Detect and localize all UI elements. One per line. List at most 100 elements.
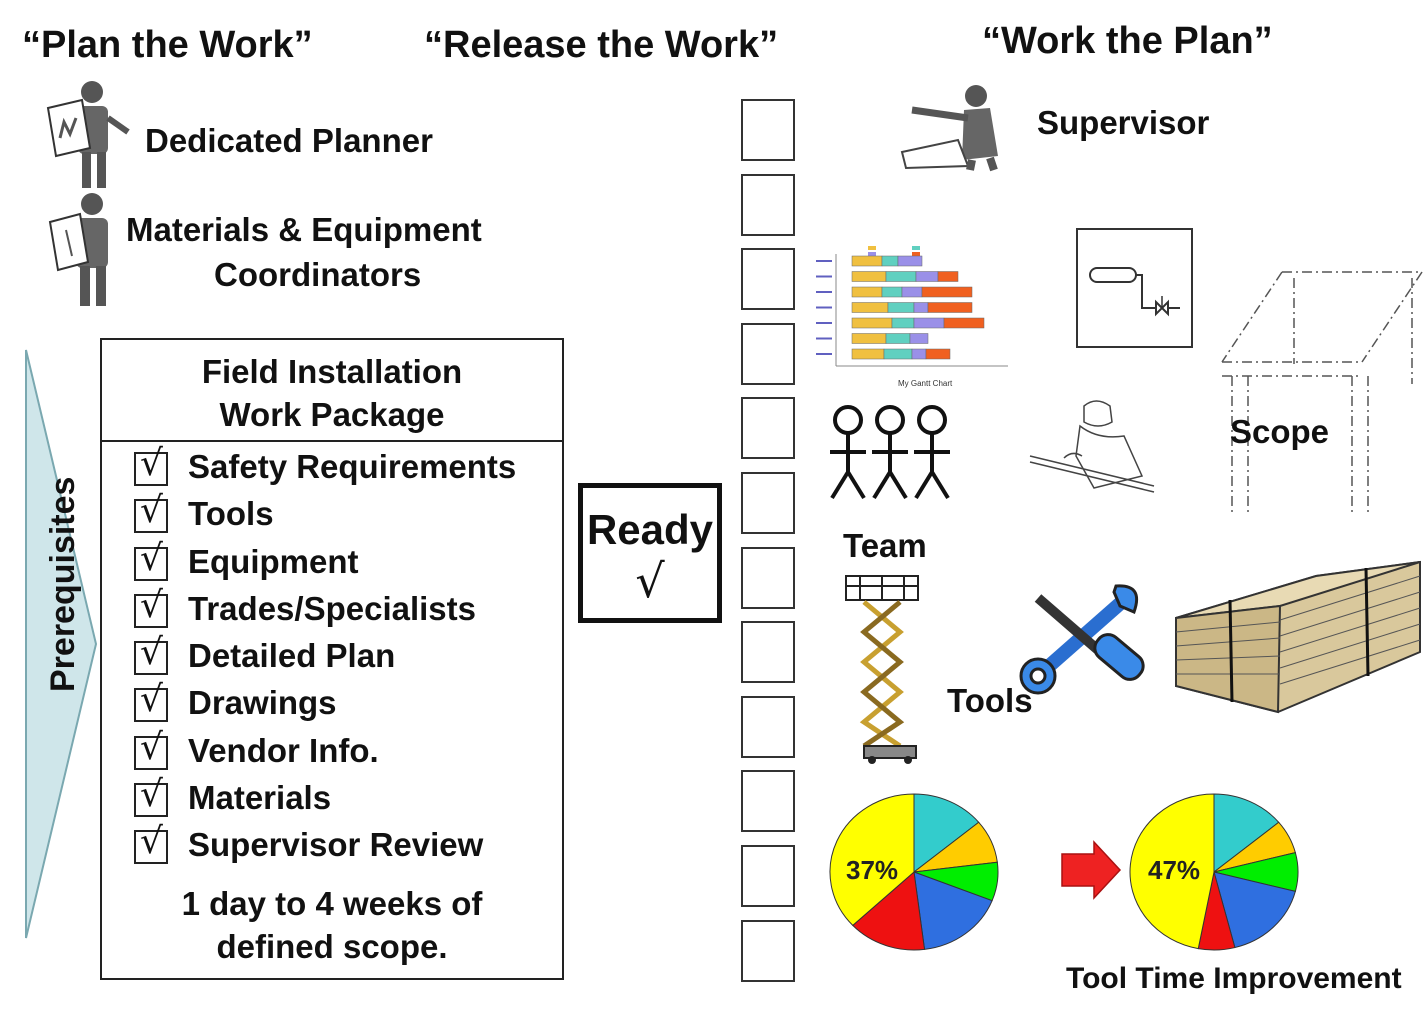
ready-check-icon: √ — [635, 554, 665, 608]
mini-gantt-bar — [909, 333, 929, 344]
pie-after-label: 47% — [1148, 855, 1200, 885]
wrench-screwdriver-icon — [1019, 584, 1145, 695]
checkbox-checked: √ — [134, 538, 168, 581]
mini-gantt-bar — [911, 348, 927, 360]
checklist-item-label: Detailed Plan — [188, 637, 396, 675]
scope-label: Scope — [1230, 413, 1330, 450]
check-icon: √ — [140, 726, 163, 768]
coordinators-label: Coordinators — [214, 256, 422, 293]
release-slot — [741, 99, 795, 161]
mini-gantt-bar — [851, 302, 889, 313]
check-icon: √ — [140, 679, 163, 721]
pie-before-label: 37% — [846, 855, 898, 885]
mini-gantt-bar — [891, 317, 915, 329]
ready-box: Ready √ — [578, 483, 722, 623]
welder-worker-icon — [1029, 400, 1155, 493]
checklist-item: √Trades/Specialists — [102, 585, 562, 633]
checklist-item: √ Drawings — [102, 680, 562, 727]
mini-gantt-bar — [883, 348, 913, 360]
plan-the-work-header: “Plan the Work” — [22, 24, 313, 66]
mini-gantt-row-label — [816, 337, 832, 340]
release-slot — [741, 472, 795, 534]
mini-gantt-bar — [943, 317, 985, 329]
work-package-divider — [102, 440, 562, 442]
mini-gantt-bar — [881, 286, 903, 298]
coordinator-figure-icon — [48, 193, 108, 306]
checkbox-checked: √ — [134, 727, 168, 770]
checkbox-checked: √ — [134, 585, 168, 628]
mini-gantt-row-label — [816, 260, 832, 262]
checklist-item: √ Materials — [102, 775, 562, 822]
prerequisites-label: Prerequisites — [44, 477, 84, 692]
mini-gantt-row-label — [816, 275, 832, 278]
lumber-stack-icon — [1175, 560, 1421, 714]
checkbox-checked: √ — [134, 822, 168, 865]
pie-slice — [913, 871, 993, 950]
check-icon: √ — [140, 774, 163, 816]
checklist-item-label: Safety Requirements — [188, 448, 517, 485]
mini-gantt-bar — [851, 255, 883, 267]
release-slot — [741, 248, 795, 311]
checklist-item: √ Supervisor Review — [102, 822, 562, 869]
mini-gantt-row-label — [816, 291, 832, 293]
team-stick-figures-icon — [830, 405, 950, 500]
mini-gantt-bar — [851, 317, 893, 329]
pie-chart-after: 47% — [1129, 793, 1299, 951]
checkbox-checked: √ — [134, 491, 168, 534]
checklist-item-label: Equipment — [188, 542, 359, 580]
work-the-plan-header: “Work the Plan” — [982, 20, 1273, 62]
checkbox-checked: √ — [134, 444, 168, 486]
supervisor-pointing-icon — [900, 85, 998, 172]
release-slot — [741, 173, 795, 236]
mini-gantt-bar — [897, 255, 923, 267]
supervisor-label: Supervisor — [1037, 104, 1210, 141]
mini-gantt-chart-thumbnail: My Gantt Chart — [808, 244, 1014, 390]
mini-gantt-bar — [913, 302, 929, 313]
checkbox-checked: √ — [134, 775, 168, 818]
planner-figure-icon — [46, 81, 130, 188]
mini-gantt-row-label — [816, 353, 832, 355]
prerequisites-arrow — [25, 349, 98, 939]
mini-gantt-bar — [881, 255, 899, 267]
release-slot — [741, 919, 795, 982]
release-slot — [741, 397, 795, 460]
release-slot — [741, 546, 795, 609]
release-slot — [741, 695, 795, 758]
materials-equipment-label: Materials & Equipment — [126, 211, 482, 248]
structure-scope-drawing — [1221, 271, 1423, 514]
checklist: √ Safety Requirements √ Tools √ Equipment √… — [102, 444, 562, 870]
checklist-item-label: Tools — [188, 495, 274, 533]
pie-slice — [913, 793, 980, 874]
tool-time-improvement-caption: Tool Time Improvement — [1066, 962, 1402, 995]
team-label: Team — [843, 527, 927, 564]
checklist-item-label: Vendor Info. — [188, 731, 379, 769]
release-slot — [741, 845, 795, 907]
work-package-footer-line2: defined scope. — [216, 928, 448, 965]
pie-slice — [829, 793, 915, 927]
check-icon: √ — [140, 490, 163, 532]
checklist-item-label: Materials — [188, 779, 332, 817]
dedicated-planner-label: Dedicated Planner — [145, 122, 433, 159]
checklist-item-label: Drawings — [188, 684, 337, 722]
work-package-title: Field Installation Work Package — [102, 350, 562, 436]
mini-gantt-bar — [925, 348, 951, 360]
checklist-item-label: Supervisor Review — [188, 826, 484, 864]
release-slot — [741, 322, 795, 385]
check-icon: √ — [140, 584, 163, 626]
mini-gantt-bar — [887, 302, 915, 313]
mini-chart-caption: My Gantt Chart — [898, 379, 953, 388]
mini-gantt-bar — [913, 317, 945, 329]
checklist-item: √ Equipment — [102, 538, 562, 586]
mini-gantt-bar — [885, 333, 911, 344]
pie-chart-before: 37% — [829, 793, 999, 951]
pie-slice — [852, 871, 926, 951]
release-the-work-header: “Release the Work” — [424, 24, 779, 66]
checklist-item: √ Safety Requirements — [102, 444, 562, 491]
work-package-title-line2: Work Package — [219, 396, 445, 433]
checklist-item: √ Vendor Info. — [102, 727, 562, 775]
check-icon: √ — [140, 537, 163, 579]
scissor-lift-icon — [845, 575, 919, 764]
pie-slice — [1213, 793, 1280, 874]
check-icon: √ — [140, 821, 163, 863]
work-package-footer-line1: 1 day to 4 weeks of — [181, 885, 483, 922]
